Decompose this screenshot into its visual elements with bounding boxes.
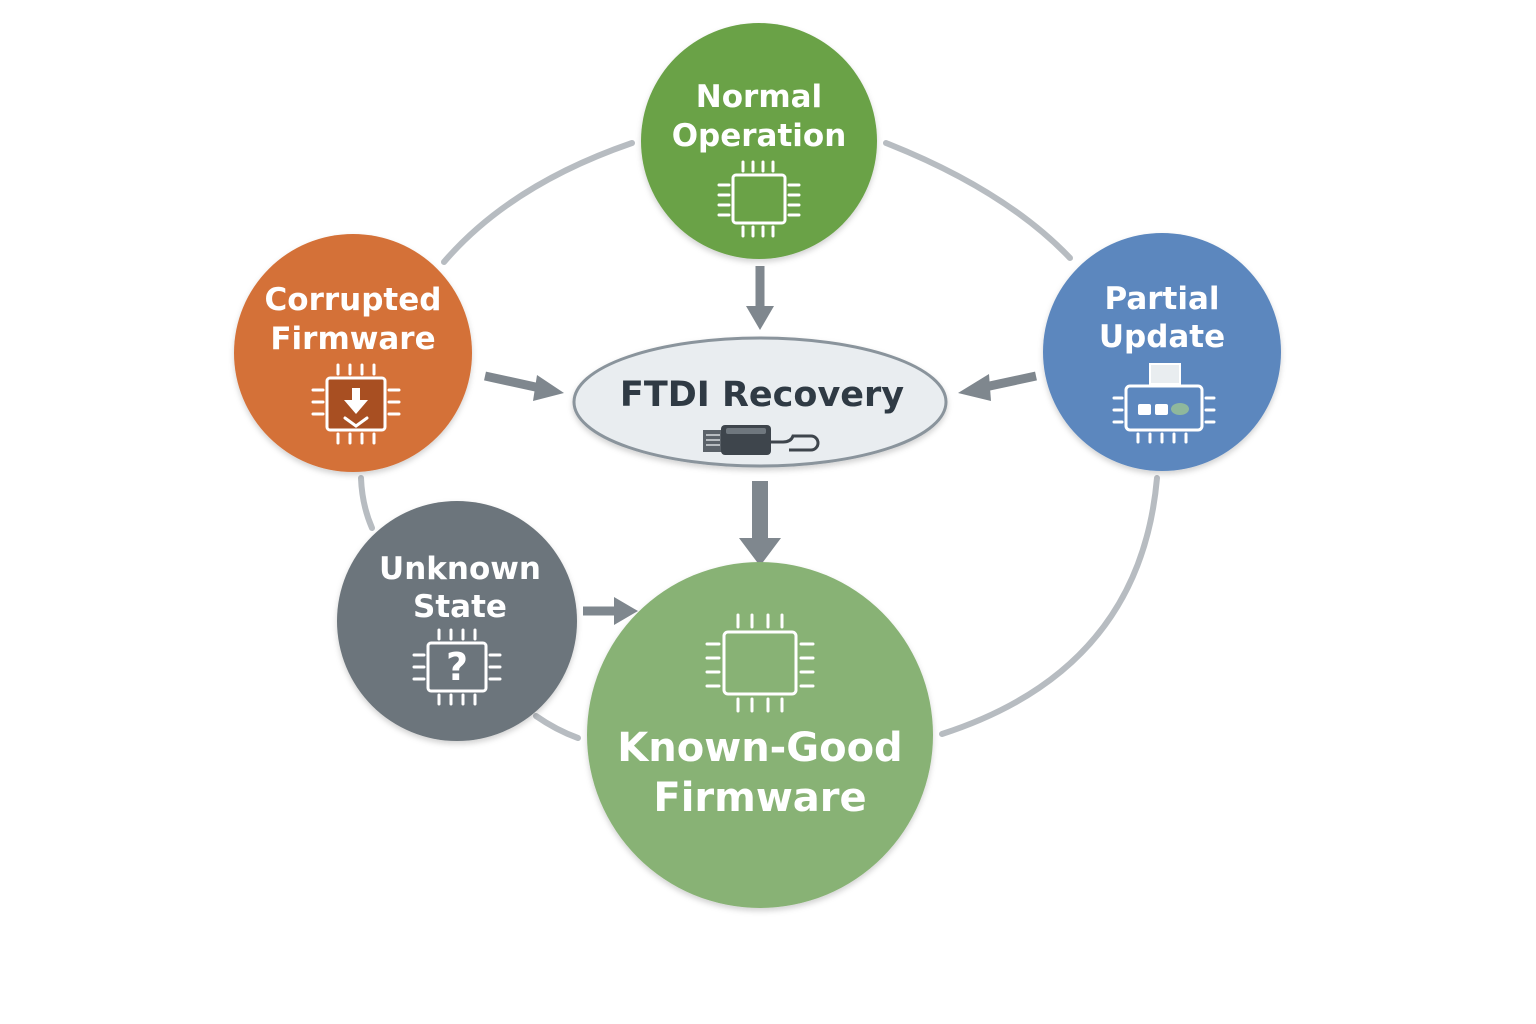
node-unknown-state: Unknown State ? [337,501,577,741]
node-normal-operation-line2: Operation [672,118,847,154]
connector-unknown-to-knowngood [533,713,581,741]
node-corrupted-firmware-line1: Corrupted [265,282,442,318]
node-partial-update-line2: Update [1099,319,1225,355]
connector-partial-to-knowngood [939,475,1160,737]
node-known-good-firmware-line2: Firmware [653,775,866,821]
arrow-recovery-to-knowngood [739,481,781,566]
connector-corrupted-to-unknown [358,475,375,531]
node-ftdi-recovery: FTDI Recovery [572,336,948,468]
chip-icon [705,613,815,713]
question-glyph: ? [446,645,468,689]
node-unknown-state-circle [337,501,577,741]
node-corrupted-firmware-circle [234,234,472,472]
node-known-good-firmware-circle [587,562,933,908]
node-unknown-state-line2: State [413,589,507,625]
node-corrupted-firmware-line2: Firmware [270,321,435,357]
node-known-good-firmware-line1: Known-Good [617,725,902,771]
arrow-unknown-to-knowngood [583,597,638,625]
arrow-corrupted-to-recovery [484,371,564,401]
node-unknown-state-line1: Unknown [379,551,541,587]
node-normal-operation: Normal Operation [641,23,877,259]
node-partial-update: Partial Update [1043,233,1281,471]
chip-download-icon [311,363,401,445]
node-ftdi-recovery-label: FTDI Recovery [620,375,904,415]
flow-arrows [484,266,1037,625]
node-known-good-firmware: Known-Good Firmware [587,562,933,908]
node-partial-update-line1: Partial [1104,281,1219,317]
connector-normal-to-corrupted [441,140,635,265]
connector-normal-to-partial [883,140,1073,261]
node-normal-operation-circle [641,23,877,259]
node-partial-update-circle [1043,233,1281,471]
chip-question-icon: ? [412,628,502,706]
arrow-partial-to-recovery [958,371,1037,401]
chip-icon [717,160,801,238]
usb-cable-icon [703,425,820,455]
chip-progress-icon [1112,363,1216,444]
arrow-normal-to-recovery [746,266,774,330]
node-ftdi-recovery-ellipse [572,336,948,468]
node-normal-operation-line1: Normal [696,79,822,115]
ring-connectors [358,140,1160,741]
node-corrupted-firmware: Corrupted Firmware [234,234,472,472]
